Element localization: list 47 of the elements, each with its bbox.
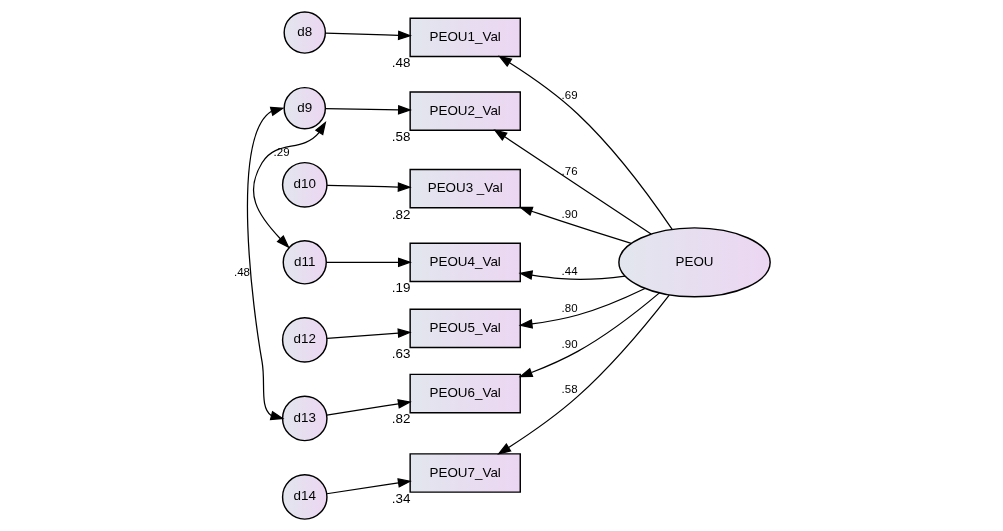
node-label: .82	[391, 411, 410, 427]
node-circle: d9	[282, 86, 326, 130]
arrow	[497, 55, 673, 230]
node-circle: d14	[281, 474, 328, 520]
edge-label: .76	[561, 164, 578, 177]
node-label: .63	[391, 346, 410, 362]
edge-label: .80	[561, 301, 578, 314]
edge-label: .90	[561, 207, 578, 220]
node-label: .48	[391, 55, 410, 71]
node-box: PEOU3 _Val	[408, 168, 521, 209]
arrow	[252, 120, 326, 249]
node-label: .58	[391, 128, 410, 144]
edge-label: .48	[233, 266, 250, 279]
arrow	[518, 292, 660, 378]
node-circle: d10	[281, 161, 328, 208]
node-circle: d13	[281, 395, 328, 442]
arrow	[518, 270, 626, 280]
arrow	[518, 287, 646, 329]
node-label: .34	[391, 490, 410, 506]
arrow	[325, 399, 412, 416]
node-circle: d12	[281, 317, 328, 363]
edge-label: .44	[561, 265, 578, 278]
edge-label: .29	[273, 145, 290, 158]
arrow	[246, 106, 285, 421]
arrow	[326, 328, 412, 339]
edge-label: .58	[561, 383, 578, 396]
arrow	[324, 104, 412, 115]
node-box: PEOU2_Val	[408, 91, 521, 131]
node-box: PEOU7_Val	[408, 453, 521, 493]
arrow	[492, 129, 652, 235]
node-label: .19	[391, 280, 410, 296]
node-box: PEOU1_Val	[408, 17, 521, 58]
node-box: PEOU6_Val	[408, 373, 521, 414]
arrow	[324, 30, 412, 41]
node-box: PEOU5_Val	[408, 308, 521, 349]
edge-label: .90	[561, 338, 578, 351]
node-ellipse: PEOU	[617, 227, 771, 298]
arrow	[325, 478, 412, 495]
arrow	[326, 182, 412, 192]
node-label: .82	[391, 206, 410, 222]
edge-label: .69	[561, 89, 578, 102]
arrow	[518, 206, 632, 244]
node-box: PEOU4_Val	[408, 242, 521, 283]
node-circle: d11	[282, 240, 327, 285]
arrow	[325, 257, 412, 268]
arrow	[496, 294, 670, 455]
node-circle: d8	[282, 11, 326, 54]
